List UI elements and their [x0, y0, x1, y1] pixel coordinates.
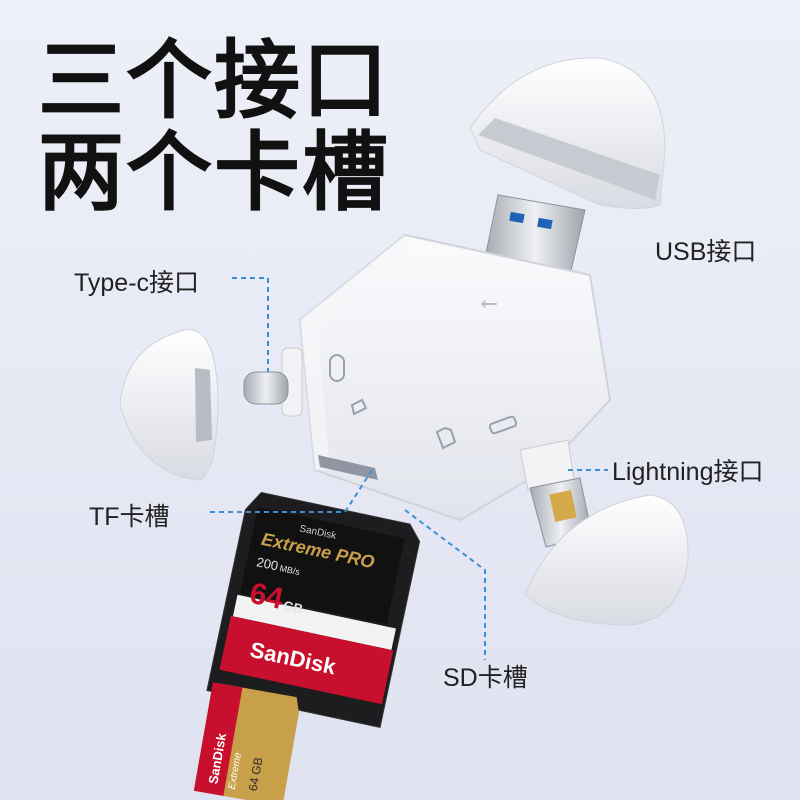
tf-callout-label: TF卡槽: [89, 503, 170, 531]
lightning-port-icon: [488, 415, 518, 435]
sd-speed: 200MB/s: [255, 554, 302, 578]
typec-callout-line: [232, 277, 269, 372]
usb-callout-label: USB接口: [655, 238, 757, 266]
headline-line-2: 两个卡槽: [38, 123, 390, 223]
lightning-callout-label: Lightning接口: [612, 458, 764, 486]
usb-a-plug: [484, 194, 586, 276]
usb-cap: [469, 57, 666, 209]
tf-slot-icon: [350, 398, 368, 416]
sd-card: [206, 491, 421, 728]
usb-symbol-icon: ⭠: [480, 291, 498, 316]
sd-callout-label: SD卡槽: [443, 664, 528, 692]
sd-callout-line: [404, 509, 486, 660]
micro-capacity: 64 GB: [246, 756, 266, 792]
lightning-cap: [524, 494, 689, 626]
tf-slot: [318, 455, 378, 480]
typec-port-icon: [329, 354, 345, 382]
headline-line-1: 三个接口: [38, 31, 390, 131]
callout-lines: [210, 277, 608, 660]
typec-cap: [119, 329, 219, 481]
tf-callout-line: [210, 469, 373, 513]
typec-plug: [243, 347, 303, 417]
sd-slot-icon: [435, 426, 457, 450]
sd-capacity: 64GB: [247, 577, 308, 621]
typec-callout-label: Type-c接口: [74, 269, 200, 297]
micro-sd-card: SanDisk Extreme 64 GB: [193, 682, 299, 800]
